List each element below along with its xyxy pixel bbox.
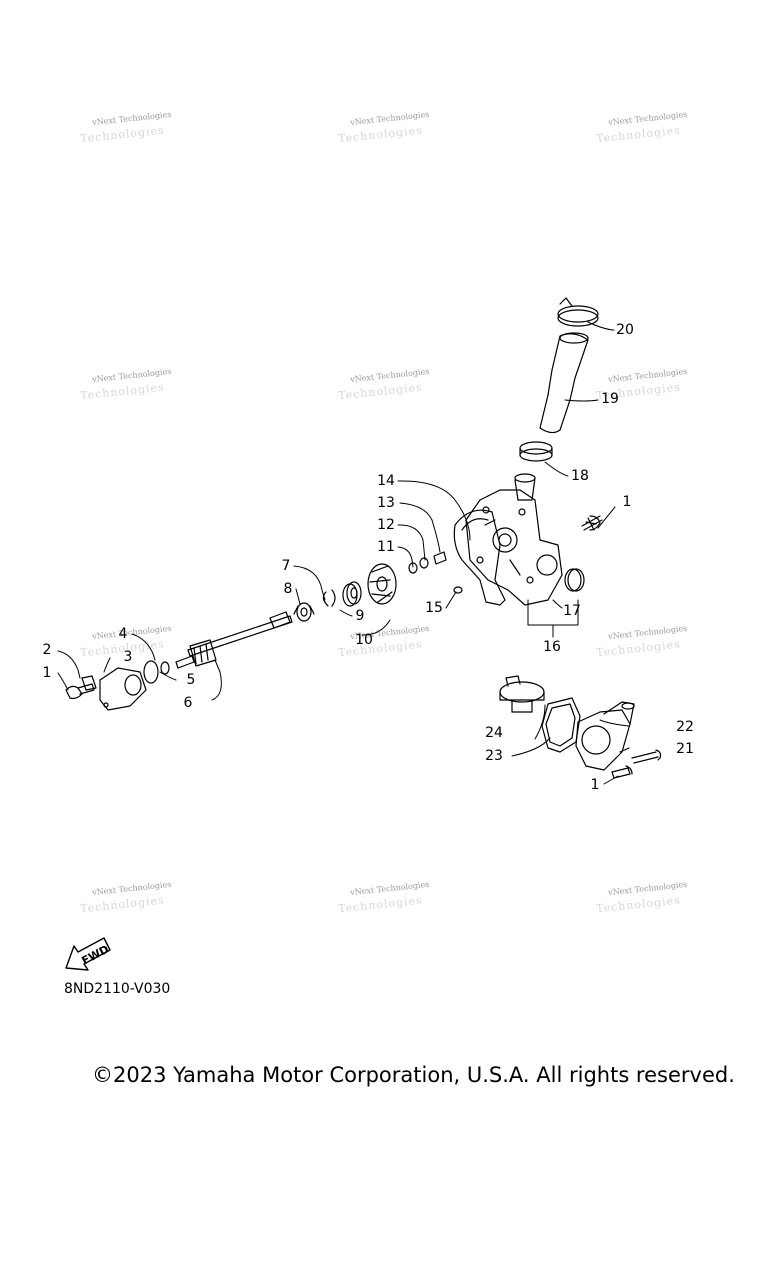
callout-19[interactable]: 19: [601, 391, 619, 407]
o-ring: [143, 660, 159, 684]
hose-clamp-upper: [557, 297, 599, 327]
thermostat-bolt-long: [631, 749, 662, 764]
callout-1-upper[interactable]: 1: [622, 494, 632, 510]
seal-washer-set: [408, 551, 447, 574]
impeller: [367, 563, 397, 605]
bolt-lower: [611, 765, 633, 779]
dowel-pin: [453, 586, 463, 594]
callout-11[interactable]: 11: [377, 539, 395, 555]
fwd-label: FWD: [80, 943, 112, 968]
callout-14[interactable]: 14: [377, 473, 395, 489]
callout-24[interactable]: 24: [485, 725, 503, 741]
fwd-arrow-icon: FWD: [65, 937, 112, 971]
thermostat-gasket: [541, 697, 581, 753]
callout-20[interactable]: 20: [616, 322, 634, 338]
callout-15[interactable]: 15: [425, 600, 443, 616]
mechanical-seal: [342, 581, 362, 607]
callout-13[interactable]: 13: [377, 495, 395, 511]
callout-9[interactable]: 9: [355, 608, 365, 624]
callout-7[interactable]: 7: [281, 558, 291, 574]
callout-16[interactable]: 16: [543, 639, 561, 655]
callout-8[interactable]: 8: [283, 581, 293, 597]
drawing-code: 8ND2110-V030: [64, 981, 171, 997]
callout-22[interactable]: 22: [676, 719, 694, 735]
callout-10[interactable]: 10: [355, 632, 373, 648]
thermostat-cover: [575, 701, 635, 771]
washer: [160, 661, 170, 675]
callout-1-left[interactable]: 1: [42, 665, 52, 681]
copyright-notice: ©2023 Yamaha Motor Corporation, U.S.A. A…: [92, 1063, 735, 1087]
callout-1-lower[interactable]: 1: [590, 777, 600, 793]
water-hose: [539, 332, 589, 434]
callout-6[interactable]: 6: [183, 695, 193, 711]
bolt-upper-right: [581, 515, 603, 531]
callout-5[interactable]: 5: [186, 672, 196, 688]
callout-2[interactable]: 2: [42, 642, 52, 658]
pump-cover: [99, 667, 147, 711]
leader-lines: [57, 321, 630, 785]
circlip: [322, 589, 336, 607]
callout-21[interactable]: 21: [676, 741, 694, 757]
oil-seal: [564, 568, 585, 592]
callout-18[interactable]: 18: [571, 468, 589, 484]
thermostat: [499, 675, 545, 713]
housing-gasket: [453, 509, 506, 606]
bearing: [293, 602, 315, 622]
callout-23[interactable]: 23: [485, 748, 503, 764]
hose-clamp-lower: [519, 441, 553, 462]
impeller-shaft: [175, 611, 293, 669]
callout-3[interactable]: 3: [123, 649, 133, 665]
callout-4[interactable]: 4: [118, 626, 128, 642]
water-pump-housing: [465, 473, 563, 606]
callout-17[interactable]: 17: [563, 603, 581, 619]
bolt-left: [65, 683, 95, 700]
callout-12[interactable]: 12: [377, 517, 395, 533]
